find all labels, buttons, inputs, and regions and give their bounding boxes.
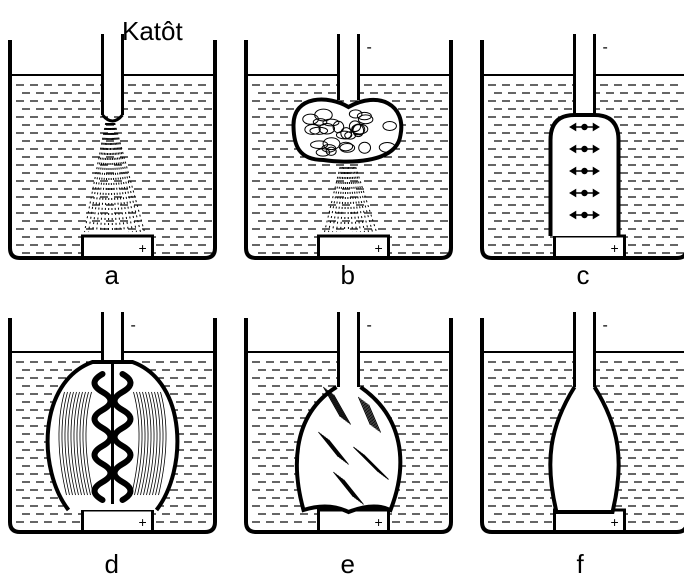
panel-label: f — [577, 549, 585, 579]
spark-spray — [85, 123, 145, 232]
cathode-tube — [575, 34, 595, 115]
panel-label: d — [105, 549, 119, 579]
anode-sign: + — [375, 514, 383, 530]
vapor-bulb — [550, 387, 618, 512]
panel-c: + - c — [482, 34, 684, 290]
cathode-title: Katôt — [122, 16, 183, 46]
panel-label: a — [105, 260, 120, 290]
cathode-sign: - — [131, 317, 136, 334]
cathode-sign: - — [367, 39, 372, 56]
vapor-bulb — [297, 387, 400, 512]
cathode-sign: - — [603, 39, 608, 56]
panel-f: + - f — [482, 312, 684, 579]
cathode-tube — [339, 34, 359, 100]
anode-sign: + — [139, 240, 147, 256]
panel-label: e — [341, 549, 355, 579]
cathode-sign: - — [603, 317, 608, 334]
anode-sign: + — [611, 240, 619, 256]
panel-d: + - d — [10, 312, 215, 579]
cathode-tube — [339, 312, 359, 387]
panel-e: + - e — [246, 312, 451, 579]
cathode-sign: - — [367, 317, 372, 334]
spark-spray — [325, 167, 377, 232]
panel-label: b — [341, 260, 355, 290]
anode-sign: + — [139, 514, 147, 530]
panel-b: + - b — [246, 34, 451, 290]
panel-label: c — [577, 260, 590, 290]
cathode-tube — [575, 312, 595, 387]
cathode-tip — [103, 115, 123, 121]
anode-sign: + — [611, 514, 619, 530]
cathode-tube — [103, 34, 123, 115]
panel-a: +a — [10, 34, 215, 290]
anode-sign: + — [375, 240, 383, 256]
